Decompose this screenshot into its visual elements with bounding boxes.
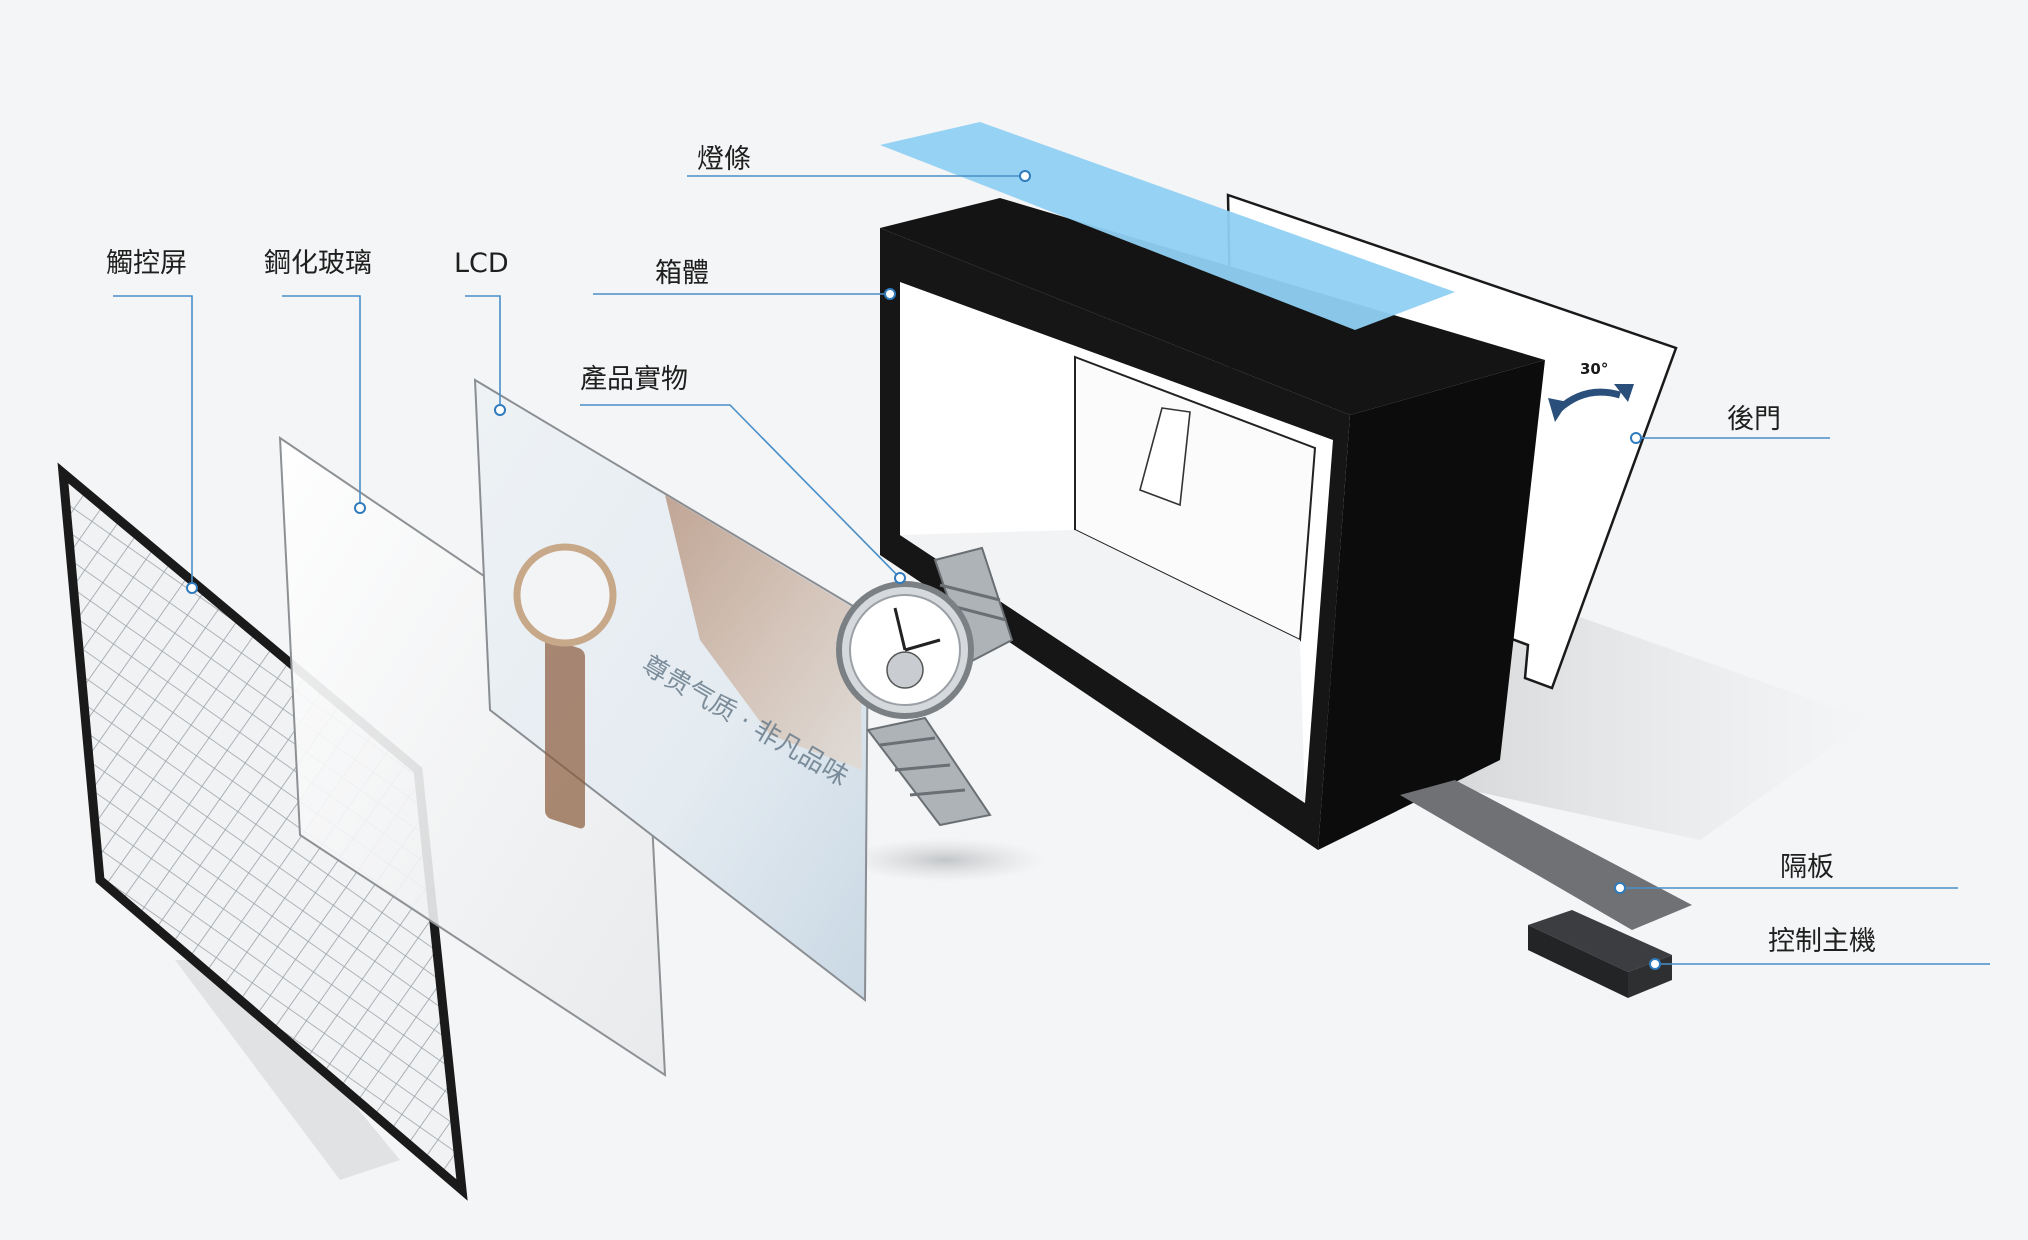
dot-light-strip — [1019, 170, 1031, 182]
label-control-host: 控制主機 — [1768, 926, 1876, 957]
watch-product — [836, 546, 1014, 827]
dot-product — [894, 572, 906, 584]
dot-tempered-glass — [354, 502, 366, 514]
label-product: 產品實物 — [580, 364, 688, 395]
dot-control-host — [1649, 958, 1661, 970]
label-lcd: LCD — [454, 248, 509, 279]
dot-cabinet — [884, 288, 896, 300]
label-partition: 隔板 — [1780, 852, 1834, 883]
label-light-strip: 燈條 — [697, 144, 751, 175]
dot-touch-screen — [186, 582, 198, 594]
label-touch-screen: 觸控屏 — [106, 248, 187, 279]
label-tempered-glass: 鋼化玻璃 — [264, 248, 372, 279]
dot-lcd — [494, 404, 506, 416]
cabinet — [880, 198, 1545, 850]
control-host-box — [1528, 910, 1672, 998]
dot-partition — [1614, 882, 1626, 894]
lcd-panel: 尊贵气质 · 非凡品味 — [473, 378, 870, 1003]
labels: 觸控屏 鋼化玻璃 LCD 產品實物 燈條 箱體 後門 隔板 控制主機 — [106, 144, 1876, 957]
leader-lines — [113, 175, 1990, 965]
leader-dots — [186, 170, 1661, 970]
label-cabinet: 箱體 — [655, 258, 709, 289]
dot-back-door — [1630, 432, 1642, 444]
label-back-door: 後門 — [1727, 404, 1781, 435]
angle-label: 30° — [1580, 360, 1608, 378]
